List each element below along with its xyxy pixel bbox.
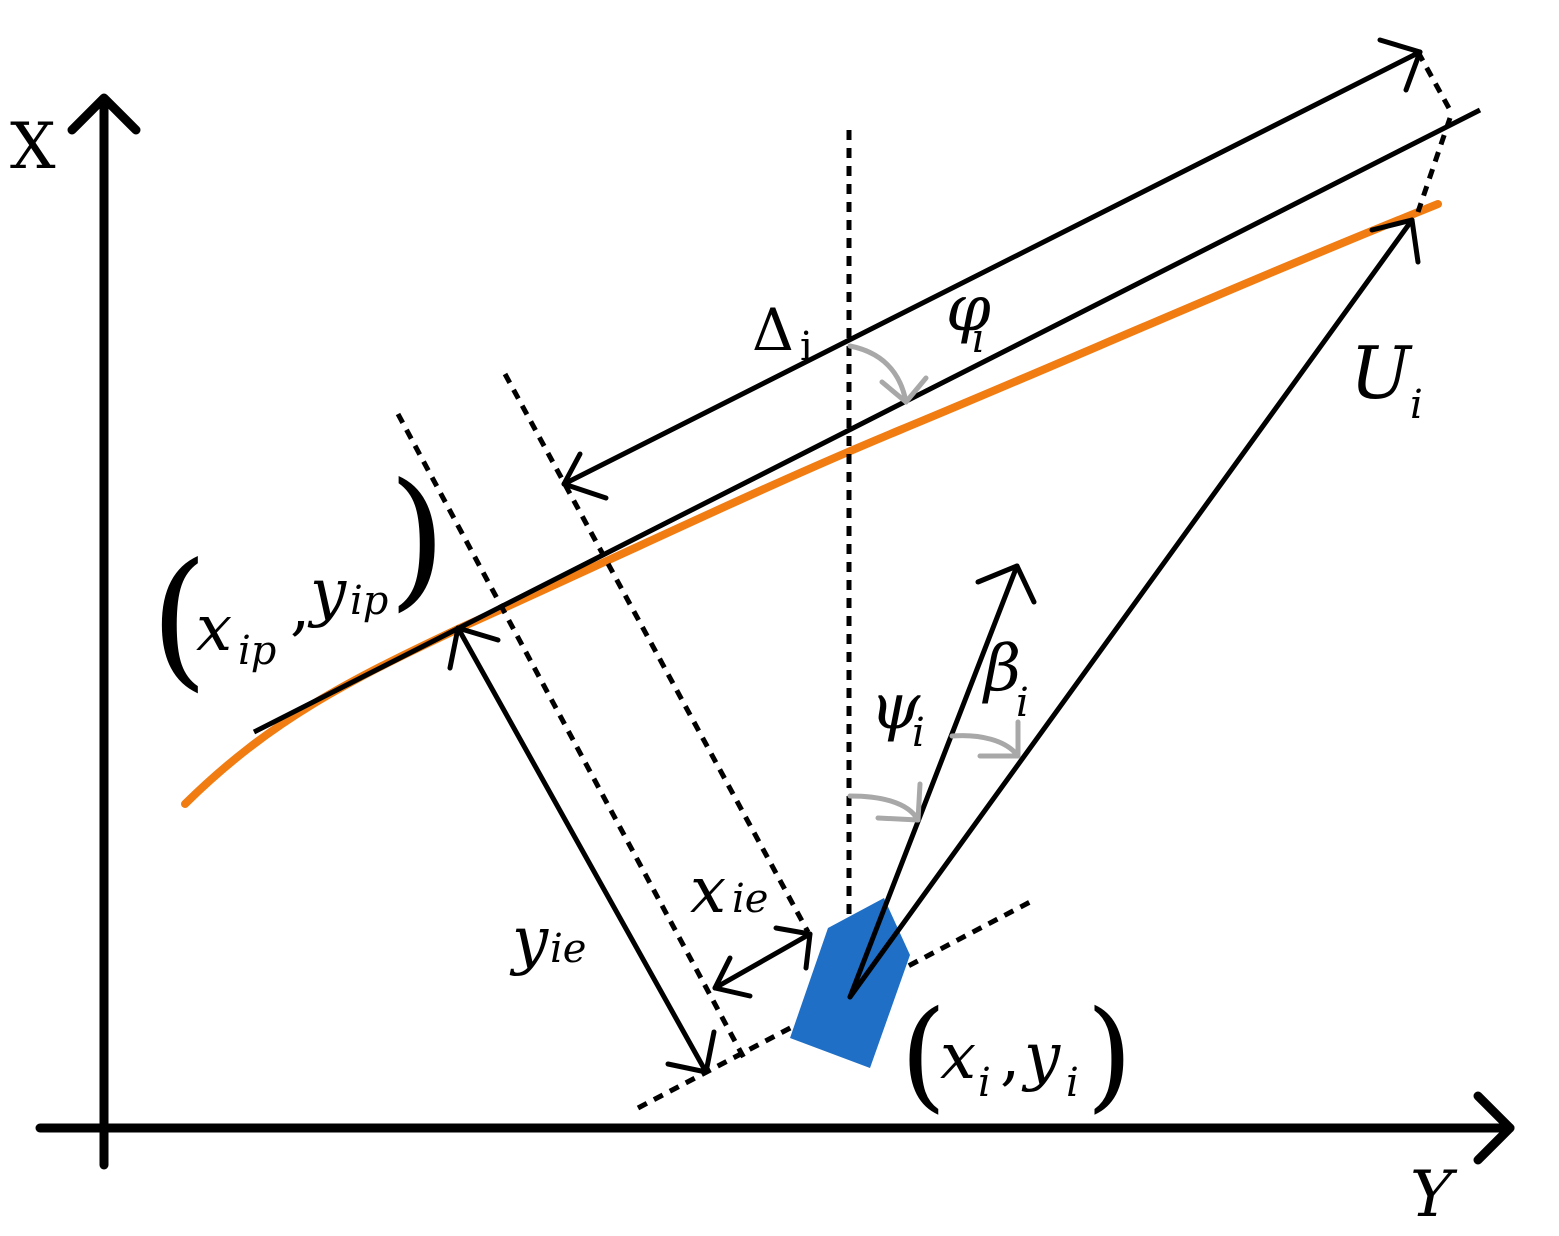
y-ie-subscript: ie bbox=[550, 926, 586, 972]
path-point-x-sub: ip bbox=[238, 628, 276, 674]
y-ie-arrowhead-bottom bbox=[665, 1029, 717, 1075]
vehicle-point-comma: , bbox=[1000, 1020, 1020, 1094]
psi-symbol: ψ bbox=[870, 670, 921, 744]
x-ie-arrowhead-right bbox=[773, 925, 813, 971]
x-axis-arrowhead bbox=[67, 93, 141, 135]
x-ie-arrow-line bbox=[712, 931, 813, 991]
vehicle-point-label: ( x i , y i ) bbox=[900, 986, 1133, 1125]
beta-angle-arc bbox=[949, 733, 1021, 759]
vehicle-point-close-paren: ) bbox=[1086, 986, 1133, 1125]
path-point-comma: , bbox=[290, 570, 310, 644]
path-point-label: ( x ip , y ip ) bbox=[150, 452, 447, 706]
vehicle-point-x: x bbox=[940, 1020, 976, 1094]
path-point-open-paren: ( bbox=[150, 532, 209, 706]
delta-arrowhead-left bbox=[561, 451, 609, 501]
tangent-line bbox=[252, 107, 1482, 735]
path-point-y: y bbox=[307, 556, 347, 630]
u-vector-arrowhead bbox=[1369, 217, 1421, 265]
solid-arrows bbox=[447, 37, 1423, 1075]
vehicle-point-y: y bbox=[1021, 1020, 1061, 1094]
normal-dashed-2 bbox=[502, 372, 811, 934]
u-vector-line bbox=[847, 217, 1415, 1000]
psi-angle-arrowhead bbox=[875, 781, 923, 823]
angle-arcs bbox=[847, 343, 1021, 823]
delta-arrow-line bbox=[561, 49, 1423, 487]
psi-angle-arc bbox=[847, 793, 921, 823]
u-symbol: U bbox=[1350, 331, 1413, 415]
path-point-x: x bbox=[196, 592, 232, 666]
phi-angle-arrowhead bbox=[879, 375, 929, 405]
delta-arrowhead-right bbox=[1377, 37, 1423, 93]
u-subscript: i bbox=[1410, 382, 1423, 428]
vehicle-point-y-sub: i bbox=[1066, 1060, 1079, 1106]
heading-vector-arrowhead bbox=[975, 563, 1037, 605]
beta-angle-arrowhead bbox=[977, 719, 1021, 759]
y-ie-arrow-line bbox=[455, 625, 709, 1075]
x-axis-label: X bbox=[10, 110, 56, 184]
phi-subscript: i bbox=[972, 316, 985, 362]
phi-angle-arc bbox=[847, 343, 909, 405]
phi-symbol: φ bbox=[946, 272, 991, 346]
delta-subscript: i bbox=[800, 324, 813, 370]
y-axis-arrowhead bbox=[1473, 1091, 1515, 1165]
y-axis-label: Y bbox=[1410, 1158, 1458, 1232]
x-ie-arrowhead-left bbox=[712, 955, 753, 999]
connector-dashed-top bbox=[1415, 50, 1453, 112]
path-point-y-sub: ip bbox=[350, 578, 388, 624]
heading-vector-line bbox=[847, 563, 1020, 1000]
y-ie-symbol: y bbox=[509, 904, 549, 978]
normal-dashed-1 bbox=[395, 412, 748, 1062]
vehicle-point-x-sub: i bbox=[978, 1060, 991, 1106]
y-ie-arrowhead-top bbox=[447, 625, 501, 671]
x-ie-subscript: ie bbox=[732, 876, 768, 922]
reference-path-curve bbox=[181, 200, 1442, 808]
beta-symbol: β bbox=[982, 632, 1021, 706]
x-ie-symbol: x bbox=[690, 854, 726, 928]
psi-subscript: i bbox=[912, 710, 925, 756]
vehicle-shape bbox=[790, 898, 910, 1068]
vehicle-point-open-paren: ( bbox=[900, 986, 947, 1125]
delta-symbol: Δ bbox=[752, 296, 794, 364]
path-point-close-paren: ) bbox=[388, 452, 447, 626]
axes bbox=[35, 93, 1515, 1170]
beta-subscript: i bbox=[1016, 680, 1029, 726]
